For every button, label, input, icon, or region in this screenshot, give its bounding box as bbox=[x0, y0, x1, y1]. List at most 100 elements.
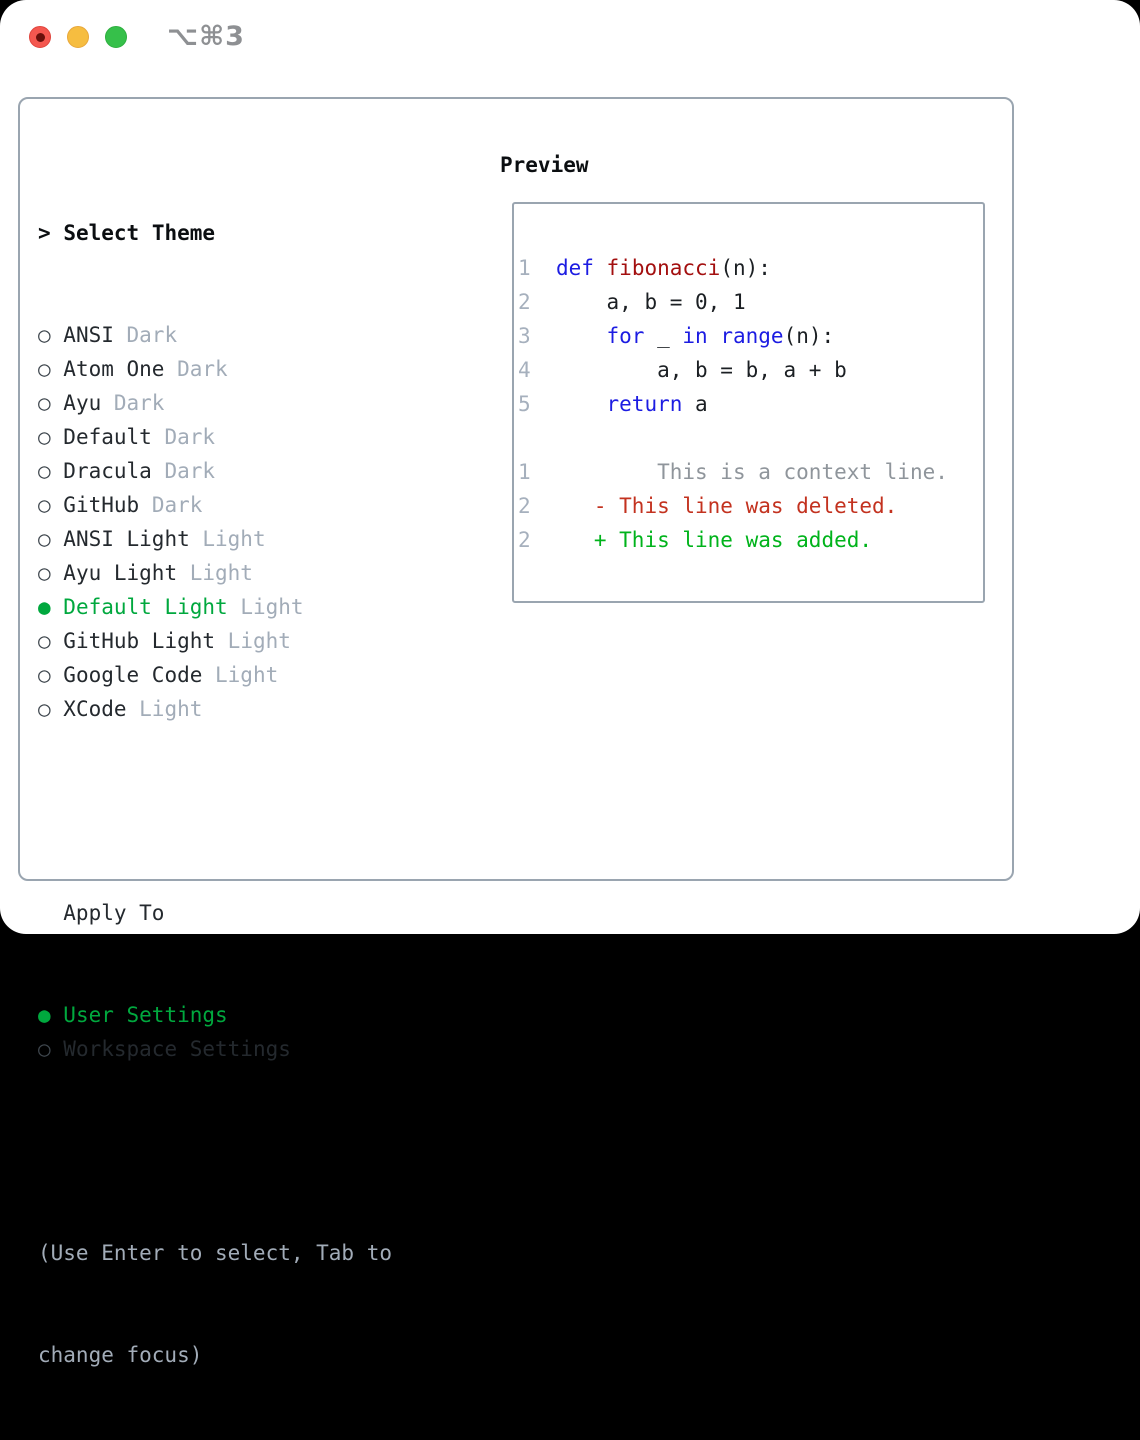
theme-variant-tag: Light bbox=[177, 561, 253, 585]
code-token: for bbox=[606, 324, 645, 348]
theme-option-ayu-light[interactable]: ○ Ayu Light Light bbox=[38, 556, 392, 590]
left-column: > Select Theme ○ ANSI Dark○ Atom One Dar… bbox=[38, 148, 392, 1440]
theme-option-default[interactable]: ○ Default Dark bbox=[38, 420, 392, 454]
theme-variant-tag: Light bbox=[126, 697, 203, 721]
theme-option-ayu[interactable]: ○ Ayu Dark bbox=[38, 386, 392, 420]
theme-option-atom-one[interactable]: ○ Atom One Dark bbox=[38, 352, 392, 386]
radio-unselected-icon: ○ bbox=[38, 697, 51, 721]
radio-unselected-icon: ○ bbox=[38, 323, 51, 347]
radio-unselected-icon: ○ bbox=[38, 663, 51, 687]
radio-selected-icon: ● bbox=[38, 595, 51, 619]
theme-option-google-code[interactable]: ○ Google Code Light bbox=[38, 658, 392, 692]
code-line: 4 a, b = b, a + b bbox=[518, 353, 948, 387]
code-line: 1 def fibonacci(n): bbox=[518, 251, 948, 285]
code-token: (n): bbox=[783, 324, 835, 348]
help-text-line-2: change focus) bbox=[38, 1343, 203, 1367]
code-token: _ bbox=[644, 324, 683, 348]
theme-option-github[interactable]: ○ GitHub Dark bbox=[38, 488, 392, 522]
theme-variant-tag: Dark bbox=[164, 357, 228, 381]
app-window: ⌥⌘3 > Select Theme ○ ANSI Dark○ Atom One… bbox=[0, 0, 1140, 1367]
radio-unselected-icon: ○ bbox=[38, 1037, 51, 1061]
apply-to-header: Apply To bbox=[63, 901, 165, 925]
theme-option-label: Google Code bbox=[50, 663, 203, 687]
theme-option-default-light[interactable]: ● Default Light Light bbox=[38, 590, 392, 624]
code-token bbox=[708, 324, 721, 348]
code-token: + This line was added. bbox=[555, 528, 873, 552]
code-token: in bbox=[682, 324, 708, 348]
radio-unselected-icon: ○ bbox=[38, 629, 51, 653]
radio-selected-icon: ● bbox=[38, 1003, 51, 1027]
radio-unselected-icon: ○ bbox=[38, 527, 51, 551]
theme-option-xcode[interactable]: ○ XCode Light bbox=[38, 692, 392, 726]
apply-option-user-settings[interactable]: ● User Settings bbox=[38, 998, 392, 1032]
line-number: 2 bbox=[518, 528, 556, 552]
theme-list: ○ ANSI Dark○ Atom One Dark○ Ayu Dark○ De… bbox=[38, 318, 392, 726]
theme-variant-tag: Dark bbox=[151, 425, 216, 449]
theme-option-label: Atom One bbox=[50, 357, 165, 381]
line-number: 2 bbox=[518, 494, 556, 518]
theme-variant-tag: Light bbox=[215, 629, 291, 653]
code-token: a, b = 0, 1 bbox=[555, 290, 746, 314]
theme-option-label: Dracula bbox=[50, 459, 152, 483]
theme-option-label: XCode bbox=[50, 697, 127, 721]
code-token bbox=[594, 256, 607, 280]
theme-variant-tag: Dark bbox=[113, 323, 178, 347]
apply-option-label: Workspace Settings bbox=[50, 1037, 291, 1061]
line-number: 1 bbox=[518, 256, 556, 280]
theme-option-label: GitHub Light bbox=[50, 629, 216, 653]
code-token: - This line was deleted. bbox=[555, 494, 898, 518]
apply-to-list: ● User Settings○ Workspace Settings bbox=[38, 998, 392, 1066]
preview-header: Preview bbox=[500, 153, 589, 177]
diff-deleted-line: 2 - This line was deleted. bbox=[518, 489, 948, 523]
spacer bbox=[38, 1134, 392, 1168]
window-shortcut-label: ⌥⌘3 bbox=[167, 21, 245, 52]
line-number: 4 bbox=[518, 358, 556, 382]
theme-option-dracula[interactable]: ○ Dracula Dark bbox=[38, 454, 392, 488]
theme-variant-tag: Dark bbox=[151, 459, 216, 483]
code-token: This is a context line. bbox=[555, 460, 948, 484]
theme-variant-tag: Light bbox=[202, 663, 279, 687]
line-number: 2 bbox=[518, 290, 556, 314]
radio-unselected-icon: ○ bbox=[38, 561, 51, 585]
close-window-button[interactable] bbox=[29, 26, 51, 48]
code-token: a bbox=[682, 392, 708, 416]
select-theme-header-label: Select Theme bbox=[63, 221, 216, 245]
code-token: a, b = b, a + b bbox=[555, 358, 847, 382]
minimize-window-button[interactable] bbox=[67, 26, 89, 48]
radio-unselected-icon: ○ bbox=[38, 357, 51, 381]
preview-box bbox=[512, 202, 985, 603]
apply-option-label: User Settings bbox=[50, 1003, 228, 1027]
theme-option-github-light[interactable]: ○ GitHub Light Light bbox=[38, 624, 392, 658]
help-text-line-1: (Use Enter to select, Tab to bbox=[38, 1241, 393, 1265]
theme-option-ansi-light[interactable]: ○ ANSI Light Light bbox=[38, 522, 392, 556]
blank-line bbox=[518, 421, 948, 455]
radio-unselected-icon: ○ bbox=[38, 425, 51, 449]
theme-option-ansi[interactable]: ○ ANSI Dark bbox=[38, 318, 392, 352]
window-controls bbox=[29, 26, 127, 48]
theme-variant-tag: Light bbox=[189, 527, 266, 551]
code-line: 2 a, b = 0, 1 bbox=[518, 285, 948, 319]
line-number: 5 bbox=[518, 392, 556, 416]
code-token bbox=[556, 392, 607, 416]
diff-context-line: 1 This is a context line. bbox=[518, 455, 948, 489]
code-token: range bbox=[720, 324, 784, 348]
line-number: 1 bbox=[518, 460, 556, 484]
code-token: return bbox=[606, 392, 683, 416]
theme-option-label: Ayu bbox=[50, 391, 102, 415]
spacer bbox=[38, 794, 392, 828]
theme-option-label: Default Light bbox=[50, 595, 228, 619]
radio-unselected-icon: ○ bbox=[38, 493, 51, 517]
theme-option-label: ANSI Light bbox=[50, 527, 190, 551]
theme-option-label: Default bbox=[50, 425, 152, 449]
apply-option-workspace-settings[interactable]: ○ Workspace Settings bbox=[38, 1032, 392, 1066]
theme-option-label: Ayu Light bbox=[50, 561, 178, 585]
code-token: def bbox=[555, 256, 594, 280]
select-theme-header: > Select Theme bbox=[38, 216, 392, 250]
zoom-window-button[interactable] bbox=[105, 26, 127, 48]
theme-option-label: GitHub bbox=[50, 493, 140, 517]
diff-added-line: 2 + This line was added. bbox=[518, 523, 948, 557]
code-line: 5 return a bbox=[518, 387, 948, 421]
radio-unselected-icon: ○ bbox=[38, 391, 51, 415]
line-number: 3 bbox=[518, 324, 556, 348]
